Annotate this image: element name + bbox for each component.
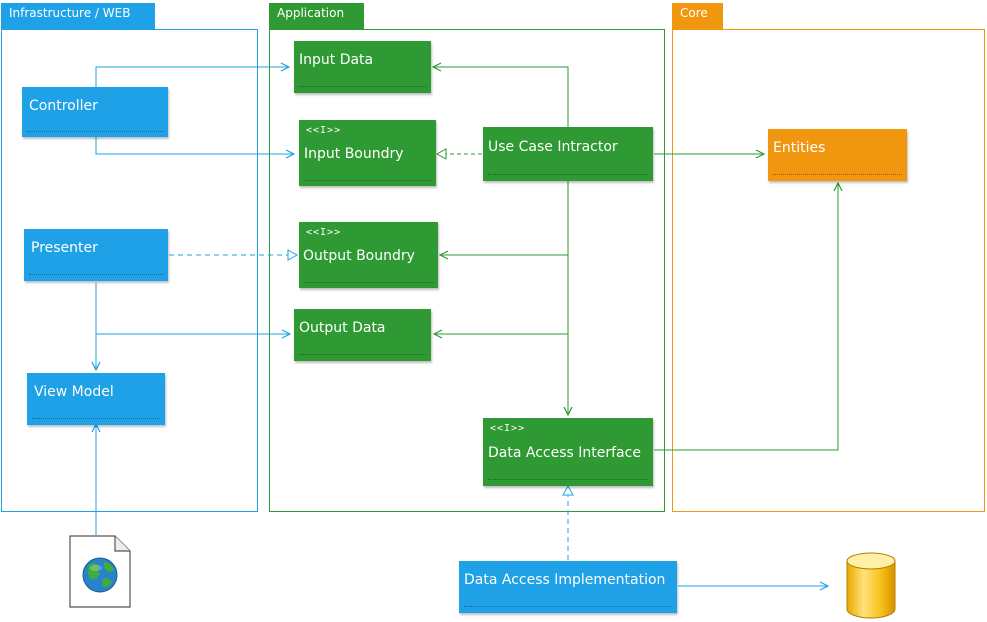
edge-usecase-input-data <box>433 67 569 127</box>
edge-data-access-entities <box>654 183 838 451</box>
database-icon <box>846 552 896 619</box>
view-model-box[interactable]: View Model <box>27 373 165 425</box>
web-page-icon <box>69 535 131 608</box>
controller-label: Controller <box>29 98 98 114</box>
input-data-label: Input Data <box>299 52 374 68</box>
data-access-interface-box[interactable]: <<I>> Data Access Interface <box>483 418 653 486</box>
controller-box[interactable]: Controller <box>22 87 168 137</box>
output-data-label: Output Data <box>299 320 386 336</box>
presenter-box[interactable]: Presenter <box>24 229 168 281</box>
output-boundary-stereotype: <<I>> <box>306 227 342 238</box>
core-frame <box>672 29 985 512</box>
entities-label: Entities <box>773 140 826 156</box>
data-access-interface-label: Data Access Interface <box>488 445 641 461</box>
infrastructure-frame-title: Infrastructure / WEB <box>1 3 155 29</box>
input-boundary-box[interactable]: <<I>> Input Boundry <box>299 120 436 186</box>
input-boundary-label: Input Boundry <box>304 146 404 162</box>
edge-controller-input-boundary <box>95 137 294 154</box>
data-access-interface-stereotype: <<I>> <box>490 423 526 434</box>
application-frame <box>269 29 665 512</box>
infrastructure-frame <box>1 29 258 512</box>
view-model-label: View Model <box>34 384 114 400</box>
input-data-box[interactable]: Input Data <box>294 41 431 93</box>
input-boundary-stereotype: <<I>> <box>306 125 342 136</box>
entities-box[interactable]: Entities <box>768 129 907 181</box>
data-access-implementation-label: Data Access Implementation <box>464 572 666 588</box>
presenter-label: Presenter <box>31 240 98 256</box>
core-frame-title: Core <box>672 3 723 29</box>
data-access-implementation-box[interactable]: Data Access Implementation <box>459 561 677 613</box>
use-case-label: Use Case Intractor <box>488 139 618 155</box>
output-data-box[interactable]: Output Data <box>294 309 431 361</box>
use-case-box[interactable]: Use Case Intractor <box>483 127 653 181</box>
output-boundary-label: Output Boundry <box>303 248 415 264</box>
output-boundary-box[interactable]: <<I>> Output Boundry <box>299 222 438 288</box>
edge-controller-input-data <box>95 67 289 87</box>
application-frame-title: Application <box>269 3 364 29</box>
